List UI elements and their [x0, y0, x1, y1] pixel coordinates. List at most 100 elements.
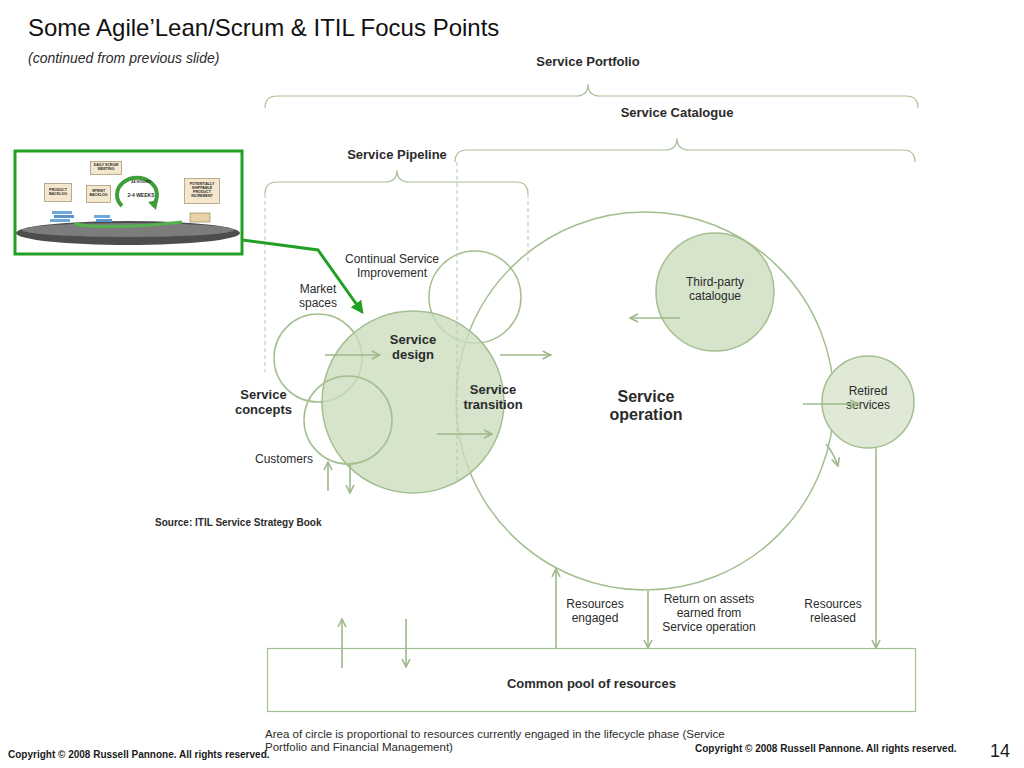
sprint-disc: [16, 221, 240, 245]
node-label: Service design: [378, 333, 448, 363]
pipeline-bracket: [265, 170, 528, 194]
scrum-artifact-box-outline: [44, 183, 72, 202]
flow-connector: [875, 448, 877, 648]
lifecycle-circle: Continual Service Improvement: [428, 250, 522, 344]
sprint-disc-top: [22, 223, 234, 237]
scrum-artifact-box: PRODUCT BACKLOG: [44, 183, 72, 202]
flow-arrow: [341, 619, 343, 668]
flow-arrow: [327, 462, 329, 491]
lifecycle-circle-outline: [821, 355, 915, 449]
lifecycle-circle-outline: [655, 232, 775, 352]
scrum-artifact-box: SPRINT BACKLOG: [86, 185, 111, 203]
backlog-stack: [54, 215, 74, 218]
page-number: 14: [990, 741, 1010, 762]
inset-frame: [15, 151, 242, 254]
scrum-artifact-box-outline: [184, 178, 220, 204]
resource-pool-box-outline: [267, 648, 916, 712]
flow-arrow: [630, 317, 680, 319]
scrum-artifact-box-shape: [185, 179, 220, 204]
node-label: Third-party catalogue: [675, 276, 755, 304]
lifecycle-circle-outline: [455, 211, 835, 591]
source-note: Source: ITIL Service Strategy Book: [155, 517, 322, 529]
sprint-stack: [96, 219, 112, 222]
scrum-artifact-box-shape: [91, 162, 122, 175]
leader-arrow: [242, 240, 362, 312]
backlog-stack: [52, 211, 72, 214]
lifecycle-circle-outline: [321, 310, 505, 494]
resource-pool-box: Common pool of resources: [267, 648, 916, 712]
catalogue-bracket: [455, 138, 915, 162]
node-label: SPRINT BACKLOG: [86, 185, 111, 203]
sprint-cycle-arrow: [117, 178, 157, 206]
lifecycle-circle-outline: [273, 313, 363, 403]
flow-connector: [647, 591, 649, 648]
bracket-label: Service Catalogue: [607, 106, 747, 121]
lifecycle-circle: Third-party catalogue: [655, 232, 775, 352]
increment-box: [190, 213, 210, 222]
dashed-divider: [528, 194, 529, 262]
bracket-label: Service Portfolio: [528, 55, 648, 70]
phase-label: Service transition: [455, 383, 531, 413]
dashed-divider: [457, 162, 458, 480]
copyright-note: Copyright © 2008 Russell Pannone. All ri…: [695, 743, 957, 755]
scrum-artifact-box-shape: [45, 184, 72, 202]
node-label: Continual Service Improvement: [338, 253, 446, 281]
scrum-artifact-box-outline: [86, 185, 111, 203]
bracket-label: Service Pipeline: [332, 148, 462, 163]
node-label: Common pool of resources: [267, 677, 916, 692]
connector-label: Return on assets earned from Service ope…: [659, 593, 759, 634]
flow-connector: [555, 569, 557, 648]
flow-arrow: [349, 464, 351, 493]
flow-connector: [325, 354, 380, 356]
lifecycle-circle-shape: [274, 314, 362, 402]
lifecycle-circle: Market spaces: [273, 313, 363, 403]
slide-title: Some Agile’Lean/Scrum & ITIL Focus Point…: [28, 14, 499, 42]
lifecycle-circle-shape: [322, 311, 504, 493]
inset-label: 24 HOURS: [127, 180, 155, 185]
scrum-artifact-box: DAILY SCRUM MEETING: [90, 161, 122, 175]
flow-arrow: [437, 433, 492, 435]
sprint-cycle-head: [148, 200, 158, 210]
lifecycle-circle-shape: [304, 376, 392, 464]
phase-label: Service concepts: [226, 388, 301, 418]
node-label: POTENTIALLY SHIPPABLE PRODUCT INCREMENT: [184, 178, 220, 204]
lifecycle-circle: Customers: [303, 375, 393, 465]
dashed-divider: [265, 194, 266, 372]
node-label: PRODUCT BACKLOG: [44, 183, 72, 202]
backlog-stack: [50, 219, 70, 222]
lifecycle-circle-outline: [428, 250, 522, 344]
lifecycle-circle-outline: [303, 375, 393, 465]
lifecycle-circle: Service design: [321, 310, 505, 494]
sprint-swoosh: [74, 222, 182, 227]
lifecycle-circle-shape: [456, 212, 834, 590]
resource-pool-box-shape: [268, 649, 916, 712]
lifecycle-circle-shape: [822, 356, 914, 448]
node-label: Service operation: [600, 388, 692, 425]
connector-label: Resources released: [798, 598, 868, 626]
inset-label: 2-4 WEEKS: [124, 193, 158, 199]
flow-connector: [803, 403, 858, 405]
flow-connector: [500, 354, 551, 356]
sprint-stack: [94, 215, 110, 218]
area-note: Area of circle is proportional to resour…: [265, 728, 730, 754]
node-label: DAILY SCRUM MEETING: [90, 161, 122, 175]
scrum-artifact-box-outline: [90, 161, 122, 175]
flow-arrow: [405, 619, 407, 667]
flow-arrow: [826, 444, 838, 466]
copyright-note: Copyright © 2008 Russell Pannone. All ri…: [8, 749, 270, 761]
scrum-artifact-box-shape: [87, 186, 111, 203]
node-label: Customers: [252, 453, 316, 467]
portfolio-bracket: [265, 84, 918, 108]
lifecycle-circle-shape: [656, 233, 774, 351]
lifecycle-circle-shape: [429, 251, 521, 343]
subtitle: (continued from previous slide): [28, 50, 219, 66]
node-label: Market spaces: [288, 283, 348, 311]
connector-label: Resources engaged: [560, 598, 630, 626]
lifecycle-circle: Retired services: [821, 355, 915, 449]
